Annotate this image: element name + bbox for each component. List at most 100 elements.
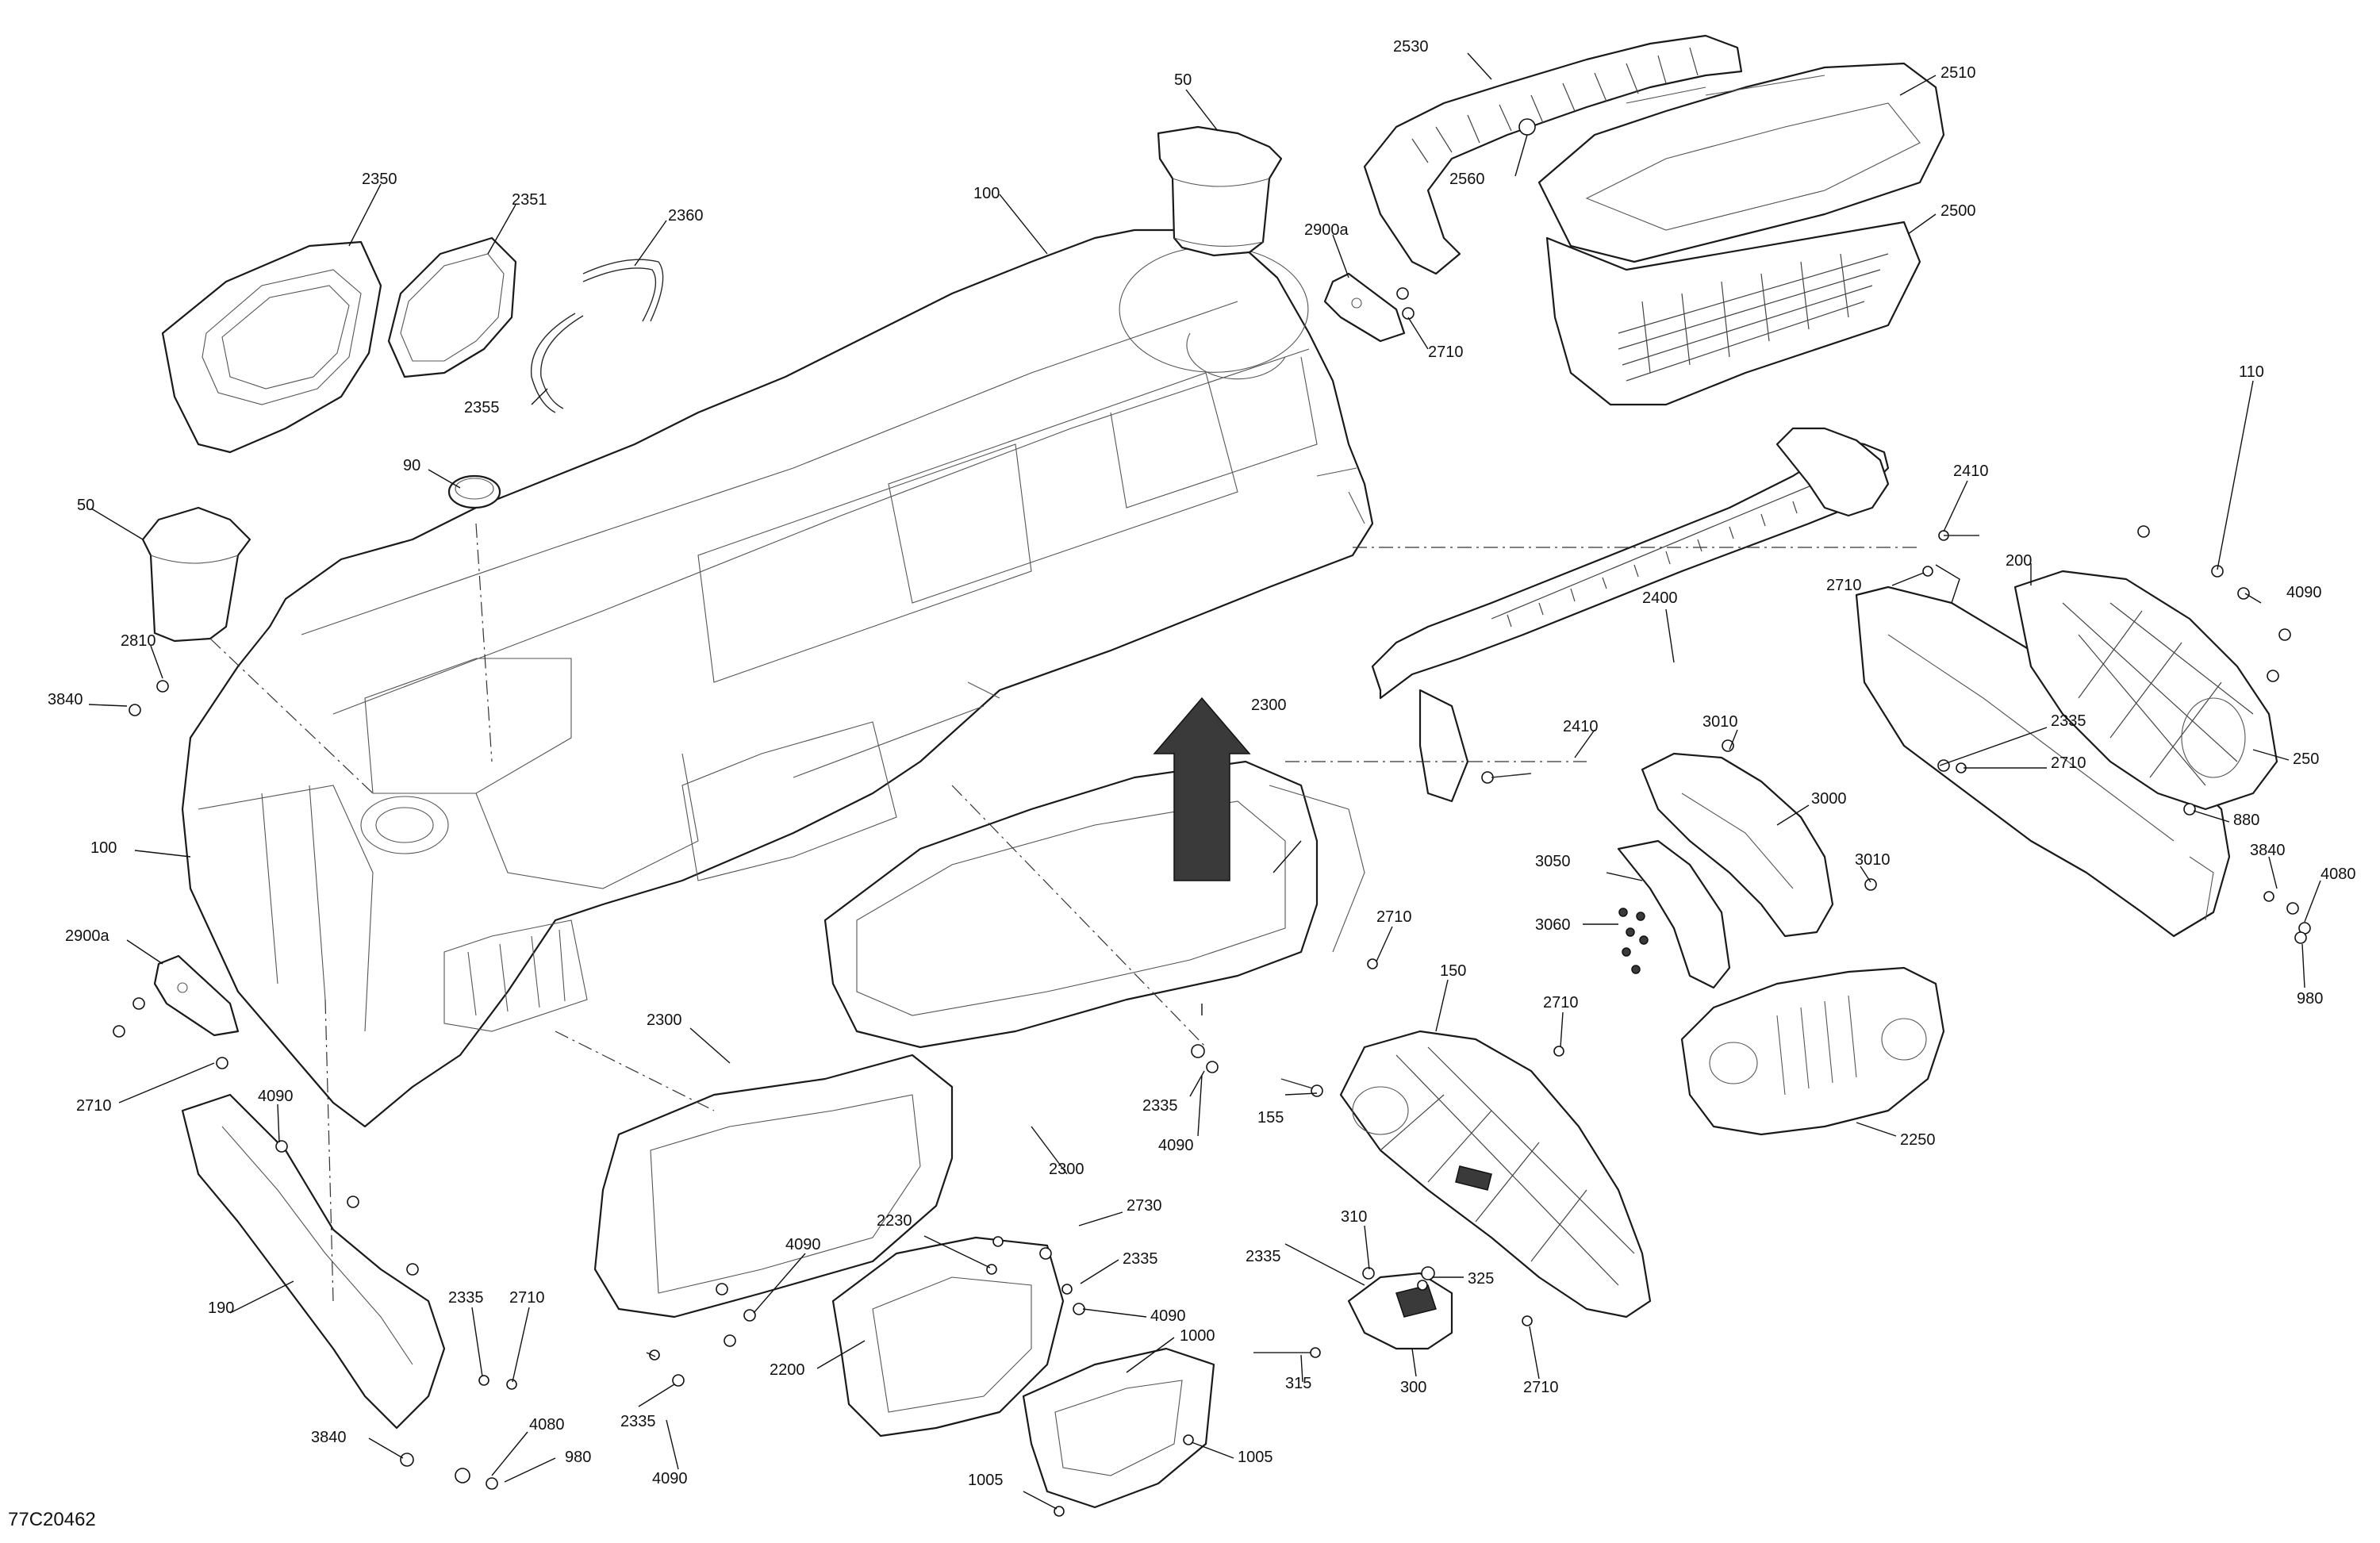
assembly-lines bbox=[209, 523, 1920, 1302]
callout-3840-right: 3840 bbox=[2250, 842, 2286, 859]
callout-2900a-left: 2900a bbox=[65, 927, 109, 945]
callout-2360: 2360 bbox=[668, 207, 704, 225]
callout-100-top: 100 bbox=[973, 185, 1000, 202]
callout-2300-upper: 2300 bbox=[1251, 697, 1287, 714]
bracket-part-3050 bbox=[1617, 839, 1731, 989]
callout-2900a-top: 2900a bbox=[1304, 221, 1349, 239]
callout-150: 150 bbox=[1440, 962, 1466, 980]
callout-980-right: 980 bbox=[2297, 990, 2323, 1008]
callout-3050: 3050 bbox=[1535, 853, 1571, 870]
callout-2230: 2230 bbox=[877, 1212, 912, 1230]
bracket-part-3000 bbox=[1641, 752, 1834, 938]
bracket-part-2900a-left bbox=[153, 954, 240, 1037]
callout-2730: 2730 bbox=[1127, 1197, 1162, 1215]
callout-190: 190 bbox=[208, 1299, 234, 1317]
callout-3010-a: 3010 bbox=[1702, 713, 1738, 731]
callout-1000: 1000 bbox=[1180, 1327, 1215, 1345]
callout-2300-bottom: 2300 bbox=[1049, 1161, 1084, 1178]
callout-2710-left: 2710 bbox=[76, 1097, 112, 1115]
cup-holder-part-50-top bbox=[1157, 125, 1283, 257]
bracket-part-2900a-top bbox=[1323, 272, 1406, 343]
callout-4090-b1: 4090 bbox=[1150, 1307, 1186, 1325]
callout-315: 315 bbox=[1285, 1375, 1311, 1392]
seal-part-2360 bbox=[582, 259, 664, 322]
callout-3840-left: 3840 bbox=[48, 691, 83, 708]
glove-box-part-2300-upper bbox=[823, 760, 1365, 1049]
callout-2355: 2355 bbox=[464, 399, 500, 416]
callout-980-bottom: 980 bbox=[565, 1449, 591, 1466]
vent-duct-part-250 bbox=[2013, 570, 2278, 811]
callout-110: 110 bbox=[2239, 363, 2264, 381]
figure-id: 77C20462 bbox=[8, 1509, 96, 1530]
callout-2335-b4: 2335 bbox=[620, 1413, 656, 1430]
callout-4080-right: 4080 bbox=[2320, 866, 2356, 883]
callout-2810: 2810 bbox=[121, 632, 156, 650]
callout-4090-right: 4090 bbox=[2286, 584, 2322, 601]
callout-2335-b1: 2335 bbox=[1123, 1250, 1158, 1268]
callout-2710-right: 2710 bbox=[2051, 754, 2086, 772]
callout-2335-right: 2335 bbox=[2051, 712, 2086, 730]
callout-4090-b2: 4090 bbox=[785, 1236, 821, 1253]
seal-part-2355 bbox=[530, 313, 584, 413]
callout-2500: 2500 bbox=[1940, 202, 1976, 220]
grab-handle-part-2530 bbox=[1363, 34, 1743, 275]
callout-2530: 2530 bbox=[1393, 38, 1429, 56]
callout-2300-lower: 2300 bbox=[647, 1011, 682, 1029]
callout-325: 325 bbox=[1468, 1270, 1494, 1288]
callout-2710-b3: 2710 bbox=[509, 1289, 545, 1307]
callout-3010-b: 3010 bbox=[1855, 851, 1891, 869]
callout-155: 155 bbox=[1257, 1109, 1284, 1127]
callout-2510: 2510 bbox=[1940, 64, 1976, 82]
callout-2710-rb: 2710 bbox=[1826, 577, 1862, 594]
clamp-part-300 bbox=[1347, 1272, 1453, 1350]
cup-holder-part-50-left bbox=[141, 506, 251, 643]
callout-50-left: 50 bbox=[77, 497, 94, 514]
callout-250: 250 bbox=[2293, 750, 2319, 768]
callout-2710-b4: 2710 bbox=[1523, 1379, 1559, 1396]
callout-2410-mid: 2410 bbox=[1563, 718, 1599, 735]
install-direction-arrow bbox=[1153, 697, 1251, 881]
callout-2335-mid: 2335 bbox=[1142, 1097, 1178, 1115]
crossbar-part-2400 bbox=[1371, 427, 1890, 803]
callout-leaders bbox=[88, 52, 2321, 1510]
callout-4090-left: 4090 bbox=[258, 1088, 294, 1105]
callout-2200: 2200 bbox=[770, 1361, 805, 1379]
dashboard-part-100 bbox=[181, 228, 1374, 1128]
callout-2400: 2400 bbox=[1642, 589, 1678, 607]
callout-1005-right: 1005 bbox=[1238, 1449, 1273, 1466]
callout-2335-b2: 2335 bbox=[1246, 1248, 1281, 1265]
callout-310: 310 bbox=[1341, 1208, 1367, 1226]
callout-4090-bottom: 4090 bbox=[652, 1470, 688, 1487]
callout-3060: 3060 bbox=[1535, 916, 1571, 934]
gauge-ring-part-2351 bbox=[387, 236, 517, 378]
glove-box-part-2300-lower bbox=[593, 1054, 954, 1318]
callout-50-top: 50 bbox=[1174, 71, 1192, 89]
callout-2335-b3: 2335 bbox=[448, 1289, 484, 1307]
callout-2250: 2250 bbox=[1900, 1131, 1936, 1149]
side-panel-part-200 bbox=[1855, 585, 2231, 938]
callout-2560: 2560 bbox=[1449, 171, 1485, 188]
fasteners bbox=[113, 287, 2311, 1517]
callout-2351: 2351 bbox=[512, 191, 547, 209]
callout-2710-150: 2710 bbox=[1543, 994, 1579, 1011]
side-trim-part-190 bbox=[181, 1093, 446, 1430]
callout-3000: 3000 bbox=[1811, 790, 1847, 808]
fastener-2560 bbox=[1518, 118, 1536, 136]
callout-880: 880 bbox=[2233, 812, 2259, 829]
bezel-part-2350 bbox=[161, 240, 382, 454]
callout-90: 90 bbox=[403, 457, 420, 474]
callout-3840-bottom: 3840 bbox=[311, 1429, 347, 1446]
vent-assembly-part-2250 bbox=[1680, 966, 1945, 1136]
callout-1005-left: 1005 bbox=[968, 1472, 1004, 1489]
pocket-part-1000 bbox=[1022, 1347, 1215, 1509]
callout-2410-top: 2410 bbox=[1953, 463, 1989, 480]
lower-panel-part-2200 bbox=[831, 1236, 1065, 1437]
callout-4090-mid: 4090 bbox=[1158, 1137, 1194, 1154]
callout-4080-bottom: 4080 bbox=[529, 1416, 565, 1434]
plug-part-90 bbox=[447, 474, 501, 509]
duct-part-150 bbox=[1339, 1030, 1652, 1318]
callout-2350: 2350 bbox=[362, 171, 397, 188]
callout-100-left: 100 bbox=[90, 839, 117, 857]
callout-200: 200 bbox=[2006, 552, 2032, 570]
